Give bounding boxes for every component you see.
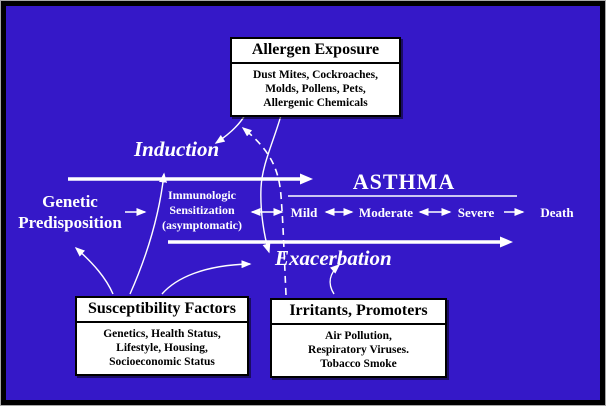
genetic-line2: Predisposition [18, 213, 122, 232]
susceptibility-factors-body: Genetics, Health Status, Lifestyle, Hous… [77, 323, 247, 374]
susceptibility-factors-box: Susceptibility Factors Genetics, Health … [75, 296, 249, 376]
susceptibility-to-exacerbation-curve [161, 260, 252, 295]
severity-moderate-label: Moderate [358, 205, 414, 220]
irritants-promoters-title: Irritants, Promoters [272, 300, 445, 325]
irritants-promoters-box: Irritants, Promoters Air Pollution, Resp… [270, 298, 447, 378]
irritants-promoters-body: Air Pollution, Respiratory Viruses. Toba… [272, 325, 445, 376]
allergen-to-exacerbation-curve [260, 111, 283, 254]
irritants-to-exacerbation-curve [329, 264, 341, 295]
susceptibility-to-genetic-curve [74, 247, 114, 295]
allergen-item-2: Molds, Pollens, Pets, [265, 83, 366, 95]
susceptibility-factors-title: Susceptibility Factors [77, 298, 247, 323]
asthma-pathway-diagram: Induction Exacerbation ASTHMA Genetic Pr… [6, 6, 600, 400]
allergen-to-induction-curve [214, 112, 247, 144]
allergen-item-3: Allergenic Chemicals [263, 97, 368, 109]
genetic-line1: Genetic [42, 192, 98, 211]
irritants-item-2: Respiratory Viruses. [308, 344, 409, 356]
susceptibility-to-induction-curve [129, 172, 168, 295]
irritants-to-allergen-dashed-curve [241, 127, 287, 296]
irritants-item-3: Tobacco Smoke [320, 358, 397, 370]
allergen-exposure-title: Allergen Exposure [232, 39, 399, 64]
severity-severe-label: Severe [457, 205, 495, 220]
severity-death-label: Death [540, 205, 574, 220]
susceptibility-item-1: Genetics, Health Status, [103, 328, 221, 340]
asthma-title: ASTHMA [352, 169, 456, 194]
allergen-item-1: Dust Mites, Cockroaches, [253, 69, 378, 81]
allergen-exposure-box: Allergen Exposure Dust Mites, Cockroache… [230, 37, 401, 117]
sensitization-line1: Immunologic [167, 188, 236, 202]
exacerbation-label: Exacerbation [275, 246, 392, 270]
severity-mild-label: Mild [290, 205, 318, 220]
susceptibility-item-2: Lifestyle, Housing, [116, 342, 208, 354]
irritants-item-1: Air Pollution, [325, 330, 392, 342]
susceptibility-item-3: Socioeconomic Status [109, 356, 215, 368]
allergen-exposure-body: Dust Mites, Cockroaches, Molds, Pollens,… [232, 64, 399, 115]
sensitization-line2: Sensitization [169, 203, 235, 217]
sensitization-line3: (asymptomatic) [162, 218, 242, 232]
genetic-predisposition-label: Genetic Predisposition [6, 191, 134, 233]
immunologic-sensitization-label: Immunologic Sensitization (asymptomatic) [156, 188, 248, 233]
induction-label: Induction [134, 137, 220, 161]
